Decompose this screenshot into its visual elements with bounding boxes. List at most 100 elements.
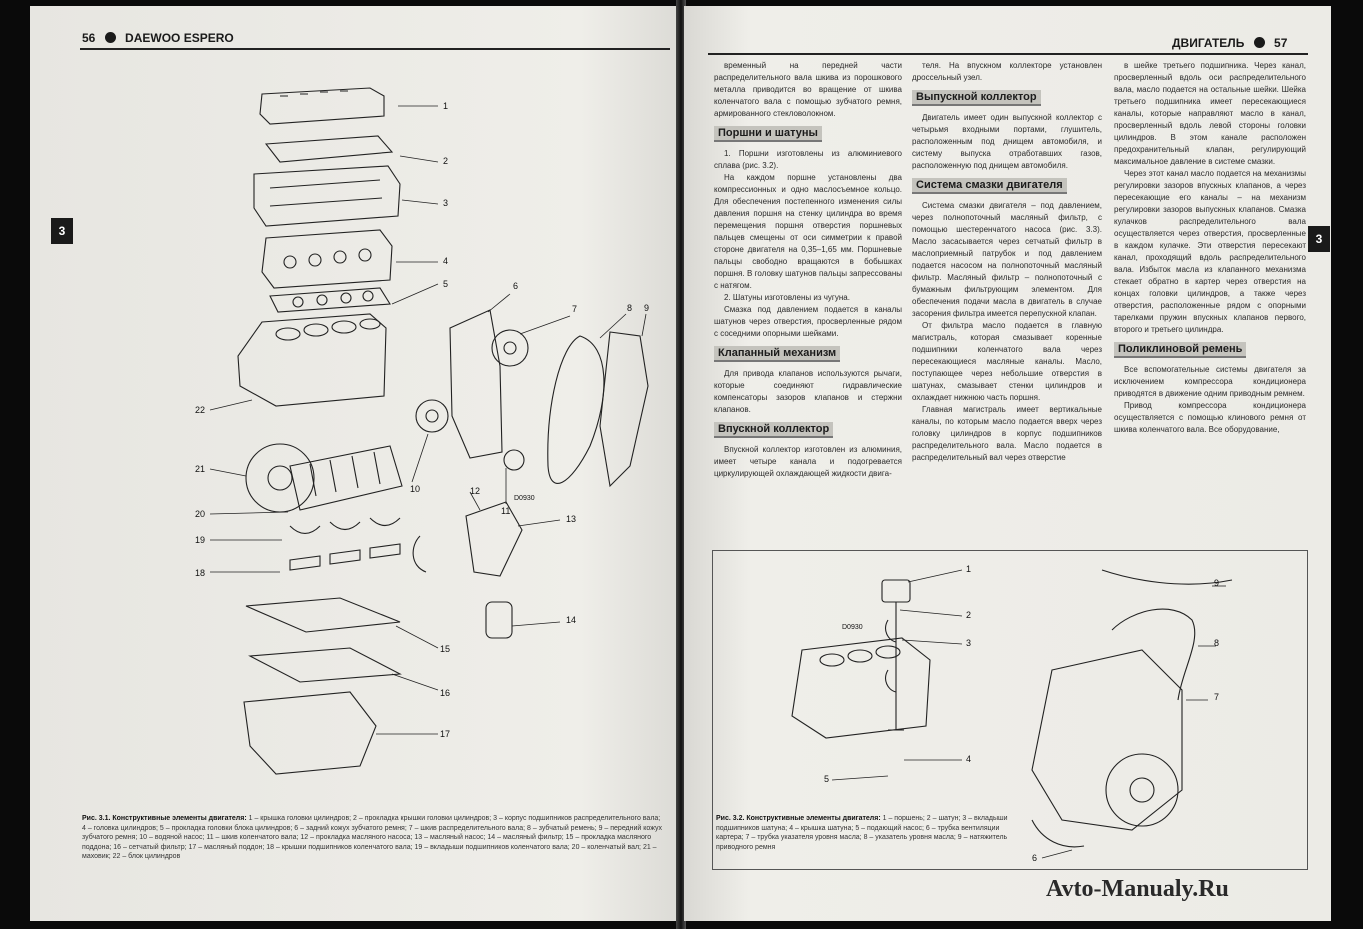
fig1-callout: 19 (195, 535, 206, 545)
fig1-code: D0930 (514, 495, 535, 502)
water-pump-part (415, 399, 449, 433)
dipstick-tube-part (1111, 608, 1196, 701)
fig2-callout: 4 (966, 754, 972, 764)
engine-block-part (791, 637, 931, 739)
right-page-number: 57 (1274, 36, 1288, 50)
paragraph: Смазка под давлением подается в каналы ш… (714, 305, 902, 338)
book-title: DAEWOO ESPERO (125, 31, 234, 45)
fig1-callout: 22 (195, 405, 206, 415)
bearing-shells-row (289, 517, 401, 535)
paragraph: Двигатель имеет один выпускной коллектор… (912, 113, 1102, 170)
fig2-caption-text: 1 – поршень; 2 – шатун; 3 – вкладыши под… (716, 815, 1008, 851)
oil-pan-part (243, 691, 377, 775)
fig1-callout: 10 (410, 484, 421, 494)
fig1-callout: 9 (644, 303, 650, 313)
connecting-rod-part (888, 602, 904, 731)
crankcase-vent-tube-part (1101, 569, 1233, 585)
fig1-callout: 20 (195, 509, 206, 519)
fig1-callout: 5 (443, 279, 449, 289)
fig1-callout: 14 (566, 615, 577, 625)
paragraph: 1. Поршни изготовлены из алюминиевого сп… (714, 149, 902, 170)
fig1-callout: 18 (195, 568, 206, 578)
valve-cover-part (259, 87, 385, 125)
oil-pump-gasket-part (412, 535, 427, 573)
paragraph: временный на передней части распределите… (714, 61, 902, 118)
fig1-caption-text: 1 – крышка головки цилиндров; 2 – прокла… (82, 815, 662, 860)
paragraph: Главная магистраль имеет вертикальные ка… (912, 405, 1102, 462)
fig2-code: D0930 (842, 624, 863, 631)
fig1-callout: 17 (440, 729, 451, 739)
left-page: 56 DAEWOO ESPERO 3 (30, 6, 678, 921)
fig1-caption-title: Рис. 3.1. Конструктивные элементы двигат… (82, 815, 247, 822)
fig1-callout: 1 (443, 101, 449, 111)
left-page-header: 56 DAEWOO ESPERO (82, 31, 234, 45)
valve-cover-gasket-part (264, 135, 394, 163)
fig1-callout: 2 (443, 156, 449, 166)
oil-pan-gasket-part (245, 597, 401, 633)
section-heading: Поршни и шатуны (714, 126, 822, 142)
fig2-callout: 1 (966, 564, 972, 574)
flywheel-part (1105, 753, 1179, 827)
fig1-callout: 15 (440, 644, 451, 654)
fig2-callout: 8 (1214, 638, 1220, 648)
fig1-callout: 11 (501, 506, 511, 516)
site-watermark: Avto-Manualy.Ru (1046, 876, 1229, 902)
engine-exploded-diagram (209, 87, 649, 775)
figure-3-2-frame (712, 550, 1308, 870)
fig2-callout: 3 (966, 638, 972, 648)
fig1-callout: 16 (440, 688, 451, 698)
section-heading: Поликлиновой ремень (1114, 342, 1247, 358)
engine-assembly-diagram (791, 569, 1233, 859)
bearing-caps-row (289, 543, 401, 571)
text-column-1: временный на передней части распределите… (714, 60, 902, 480)
right-header-rule (708, 53, 1308, 55)
paragraph: Все вспомогательные системы двигателя за… (1114, 365, 1306, 398)
fig1-callout: 7 (572, 304, 578, 314)
oil-filter-part (485, 601, 513, 639)
paragraph: На каждом поршне установлены два компрес… (714, 173, 902, 290)
right-page-header: ДВИГАТЕЛЬ 57 (1172, 36, 1287, 50)
fig2-callout: 6 (1032, 853, 1038, 863)
book-spine (676, 0, 686, 929)
paragraph: 2. Шатуны изготовлены из чугуна. (724, 293, 850, 302)
paragraph: теля. На впускном коллекторе установлен … (912, 61, 1102, 82)
paragraph: Через этот канал масло подается на механ… (1114, 169, 1306, 334)
fig2-callout: 7 (1214, 692, 1220, 702)
paragraph: Система смазки двигателя – под давлением… (912, 201, 1102, 318)
crank-pulley-part (503, 449, 525, 471)
paragraph: От фильтра масло подается в главную маги… (912, 321, 1102, 402)
fig1-callout: 12 (470, 486, 481, 496)
cylinder-head-part (261, 229, 393, 289)
paragraph: Впускной коллектор изготовлен из алюмини… (714, 445, 902, 478)
camshaft-housing-part (253, 165, 401, 227)
fig1-callout: 21 (195, 464, 206, 474)
section-heading: Клапанный механизм (714, 346, 841, 362)
section-title: ДВИГАТЕЛЬ (1172, 36, 1245, 50)
front-timing-cover-part (599, 331, 649, 488)
fig2-caption-title: Рис. 3.2. Конструктивные элементы двигат… (716, 815, 881, 822)
section-heading: Выпускной коллектор (912, 90, 1041, 106)
paragraph: в шейке третьего подшипника. Через канал… (1114, 61, 1306, 166)
cylinder-block-part (237, 313, 387, 407)
header-bullet-icon (104, 32, 116, 43)
paragraph: Привод компрессора кондиционера осуществ… (1114, 401, 1306, 434)
piston-part (881, 579, 911, 603)
rear-timing-cover-part (449, 309, 503, 459)
fig1-callout: 3 (443, 198, 449, 208)
fig1-caption: Рис. 3.1. Конструктивные элементы двигат… (82, 814, 662, 862)
fig2-callout: 9 (1214, 578, 1220, 588)
fig1-callout: 13 (566, 514, 577, 524)
cam-pulley-part (491, 329, 529, 367)
oil-strainer-part (248, 647, 402, 683)
fig1-callout: 8 (627, 303, 633, 313)
oil-pump-part (465, 501, 523, 577)
fig1-callout: 4 (443, 256, 449, 266)
text-column-2: теля. На впускном коллекторе установлен … (912, 60, 1102, 464)
left-page-number: 56 (82, 31, 96, 45)
head-gasket-part (269, 287, 391, 313)
right-page: ДВИГАТЕЛЬ 57 3 временный на передней час… (684, 6, 1331, 921)
section-heading: Впускной коллектор (714, 422, 834, 438)
flywheel-part (245, 443, 315, 513)
section-heading: Система смазки двигателя (912, 178, 1067, 194)
paragraph: Для привода клапанов используются рычаги… (714, 369, 902, 414)
